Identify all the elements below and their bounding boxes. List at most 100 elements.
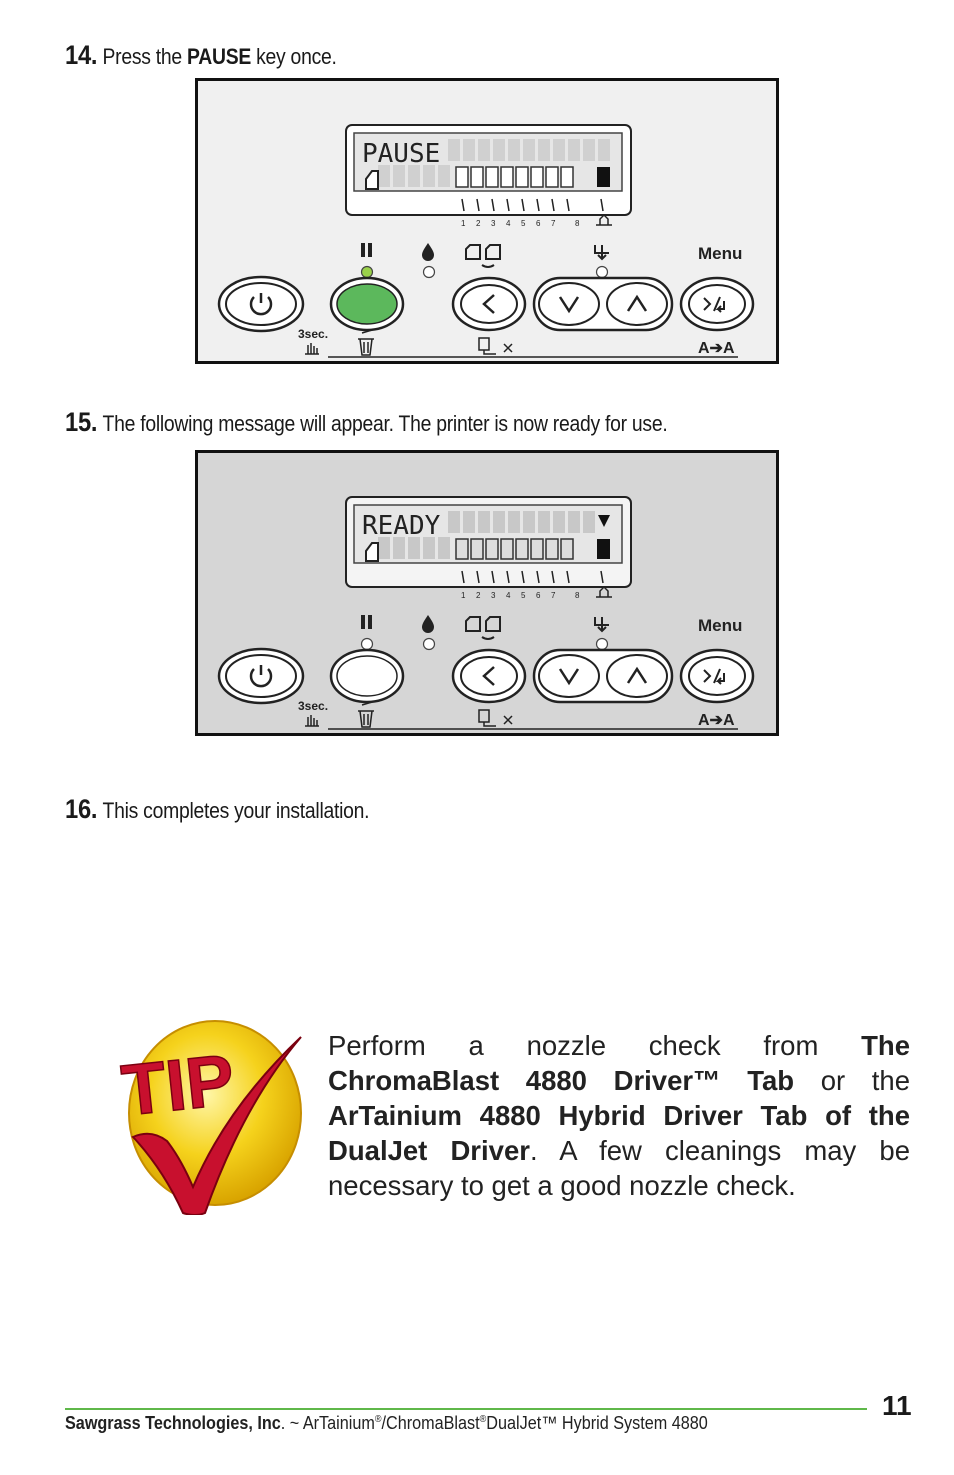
ink-light [422, 265, 436, 279]
scale-5: 5 [521, 219, 526, 228]
step-number: 14. [65, 40, 98, 70]
chevron-down-icon [558, 668, 580, 686]
paper-feed-icon [594, 245, 609, 261]
press-hand-icon [305, 715, 319, 727]
scale-7: 7 [551, 591, 556, 600]
pause-light [360, 265, 374, 279]
power-button[interactable] [217, 647, 305, 705]
step-text-post: key once. [250, 44, 337, 69]
cartridge-icon [596, 213, 612, 226]
scale-6: 6 [536, 219, 541, 228]
font-size-icon: A➔A [698, 712, 735, 729]
up-button[interactable] [606, 654, 668, 698]
left-button[interactable] [451, 276, 527, 332]
scale-7: 7 [551, 219, 556, 228]
chevron-down-icon [558, 296, 580, 314]
scale-5: 5 [521, 591, 526, 600]
scale-8: 8 [575, 591, 580, 600]
menu-enter-button[interactable] [679, 648, 755, 704]
tip-bold-1: The ChromaBlast 4880 Driver™ Tab [328, 1030, 910, 1096]
paper-source-icon [465, 244, 501, 268]
down-button[interactable] [538, 282, 600, 326]
tip-text-3: . A few cleanings may be necessary to ge… [328, 1135, 910, 1201]
footer-reg-1: ® [374, 1414, 382, 1425]
paper-cut-icon [478, 709, 513, 727]
scale-labels: 1 2 3 4 5 6 7 8 [461, 219, 580, 228]
pause-icon [361, 243, 372, 257]
ink-light [422, 637, 436, 651]
menu-label: Menu [698, 616, 742, 635]
lcd-message: READY [362, 511, 441, 541]
ink-drop-icon [422, 615, 434, 633]
pause-button[interactable] [329, 276, 405, 332]
trash-icon [358, 701, 374, 728]
footer-reg-2: ® [479, 1414, 487, 1425]
scale-4: 4 [506, 219, 511, 228]
tip-text-2: or the [794, 1065, 910, 1096]
lcd-message: PAUSE [362, 139, 440, 169]
cartridge-icon [596, 585, 612, 598]
left-button[interactable] [451, 648, 527, 704]
page-number: 11 [882, 1390, 912, 1421]
step-text: This completes your installation. [102, 798, 370, 823]
power-icon [249, 665, 273, 688]
power-icon [249, 293, 273, 316]
font-size-icon: A➔A [698, 340, 735, 357]
tip-text: Perform a nozzle check from The ChromaBl… [328, 1028, 910, 1203]
pause-button[interactable] [329, 648, 405, 704]
ink-drop-icon [422, 243, 434, 261]
down-button[interactable] [538, 654, 600, 698]
trash-icon [358, 329, 374, 356]
hold-time-label: 3sec. [298, 699, 328, 713]
hold-time-label: 3sec. [298, 327, 328, 341]
scale-labels: 1 2 3 4 5 6 7 8 [461, 591, 580, 600]
chevron-left-icon [482, 666, 495, 686]
scale-8: 8 [575, 219, 580, 228]
power-button[interactable] [217, 275, 305, 333]
scale-2: 2 [476, 219, 481, 228]
tip-text-1: Perform a nozzle check from [328, 1030, 862, 1061]
paper-light [595, 637, 609, 651]
step-text-pre: Press the [102, 44, 188, 69]
menu-enter-button[interactable] [679, 276, 755, 332]
paper-light [595, 265, 609, 279]
pause-light [360, 637, 374, 651]
control-panel-ready: READY 1 2 3 4 5 6 7 8 [195, 450, 779, 736]
paper-feed-icon [594, 617, 609, 633]
up-button[interactable] [606, 282, 668, 326]
scale-6: 6 [536, 591, 541, 600]
menu-label: Menu [698, 244, 742, 263]
enter-icon [703, 668, 725, 685]
scale-2: 2 [476, 591, 481, 600]
scale-3: 3 [491, 591, 496, 600]
control-panel-pause: PAUSE 1 2 3 4 5 6 7 8 [195, 78, 779, 364]
footer-sep: . ~ ArTainium [280, 1413, 375, 1433]
chevron-left-icon [482, 294, 495, 314]
footer-tail: DualJet™ Hybrid System 4880 [486, 1413, 708, 1433]
tip-bold-2: ArTainium 4880 Hybrid Driver Tab of the … [328, 1100, 910, 1166]
chevron-up-icon [626, 294, 648, 312]
step-key: PAUSE [187, 44, 251, 69]
step-number: 16. [65, 794, 98, 824]
pause-icon [361, 615, 372, 629]
paper-cut-icon [478, 337, 513, 355]
tip-badge-icon: TIP [117, 1020, 302, 1215]
scale-4: 4 [506, 591, 511, 600]
press-hand-icon [305, 343, 319, 355]
step-14: 14.Press the PAUSE key once. [65, 40, 337, 71]
footer-divider [65, 1408, 867, 1410]
chevron-up-icon [626, 666, 648, 684]
step-16: 16.This completes your installation. [65, 794, 370, 825]
down-arrow-indicator-icon [598, 515, 610, 527]
scale-1: 1 [461, 219, 466, 228]
step-15: 15.The following message will appear. Th… [65, 407, 668, 438]
footer-mid: /ChromaBlast [381, 1413, 480, 1433]
scale-3: 3 [491, 219, 496, 228]
footer-company: Sawgrass Technologies, Inc [65, 1413, 281, 1433]
paper-source-icon [465, 616, 501, 640]
svg-text:TIP: TIP [118, 1040, 238, 1131]
step-number: 15. [65, 407, 98, 437]
footer-text: Sawgrass Technologies, Inc. ~ ArTainium®… [65, 1413, 708, 1434]
step-text: The following message will appear. The p… [102, 411, 668, 436]
enter-icon [703, 296, 725, 313]
